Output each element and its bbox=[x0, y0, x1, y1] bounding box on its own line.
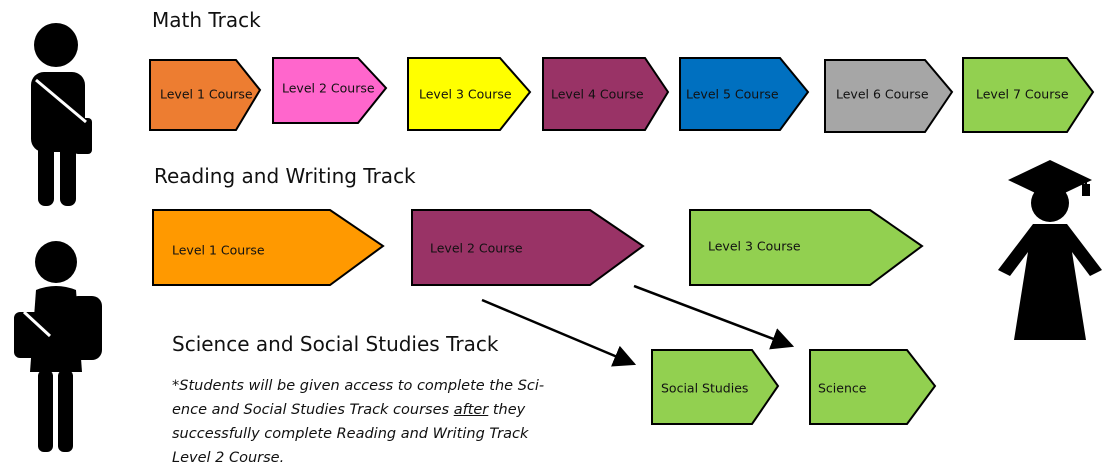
math-course-4-shape[interactable] bbox=[542, 57, 670, 131]
student-with-backpack-icon bbox=[14, 241, 102, 452]
science-social-track-title: Science and Social Studies Track bbox=[172, 332, 499, 356]
social-studies-shape[interactable] bbox=[651, 349, 780, 425]
math-course-2-shape[interactable] bbox=[272, 57, 388, 124]
math-course-1-shape[interactable] bbox=[149, 59, 262, 131]
rw-course-2-shape[interactable] bbox=[411, 209, 645, 286]
rw-course-2-label: Level 2 Course bbox=[430, 240, 523, 256]
rw-course-1-label: Level 1 Course bbox=[172, 242, 265, 258]
access-note: *Students will be given access to comple… bbox=[172, 374, 557, 470]
rw-course-3-shape[interactable] bbox=[689, 209, 924, 286]
math-track-title: Math Track bbox=[152, 8, 261, 32]
reading-writing-pentagons bbox=[152, 209, 924, 286]
arrow-to-science bbox=[633, 284, 795, 350]
rw-course-1-shape[interactable] bbox=[152, 209, 385, 286]
math-course-5-shape[interactable] bbox=[679, 57, 810, 131]
math-course-6-label: Level 6 Course bbox=[836, 86, 929, 102]
student-with-shoulder-bag-icon bbox=[31, 23, 92, 206]
arrow-to-social-studies bbox=[481, 298, 637, 367]
access-note-part2: they successfully complete Reading and W… bbox=[172, 402, 529, 466]
math-course-7-label: Level 7 Course bbox=[976, 86, 1069, 102]
reading-writing-track-title: Reading and Writing Track bbox=[154, 164, 416, 188]
math-course-7-shape[interactable] bbox=[962, 57, 1095, 133]
math-course-5-label: Level 5 Course bbox=[686, 86, 779, 102]
math-course-3-shape[interactable] bbox=[407, 57, 532, 131]
science-shape[interactable] bbox=[809, 349, 937, 425]
math-course-6-shape[interactable] bbox=[824, 59, 954, 133]
math-track-pentagons bbox=[149, 57, 1095, 133]
math-course-3-label: Level 3 Course bbox=[419, 86, 512, 102]
math-course-2-label: Level 2 Course bbox=[282, 80, 375, 96]
rw-course-3-label: Level 3 Course bbox=[708, 238, 801, 254]
science-label: Science bbox=[818, 380, 867, 396]
science-social-pentagons bbox=[651, 349, 937, 425]
access-note-emphasis: after bbox=[453, 402, 489, 418]
math-course-4-label: Level 4 Course bbox=[551, 86, 644, 102]
access-note-part1: *Students will be given access to comple… bbox=[172, 378, 545, 418]
social-studies-label: Social Studies bbox=[661, 380, 749, 396]
graduate-in-cap-and-gown-icon bbox=[998, 160, 1102, 340]
math-course-1-label: Level 1 Course bbox=[160, 86, 253, 102]
